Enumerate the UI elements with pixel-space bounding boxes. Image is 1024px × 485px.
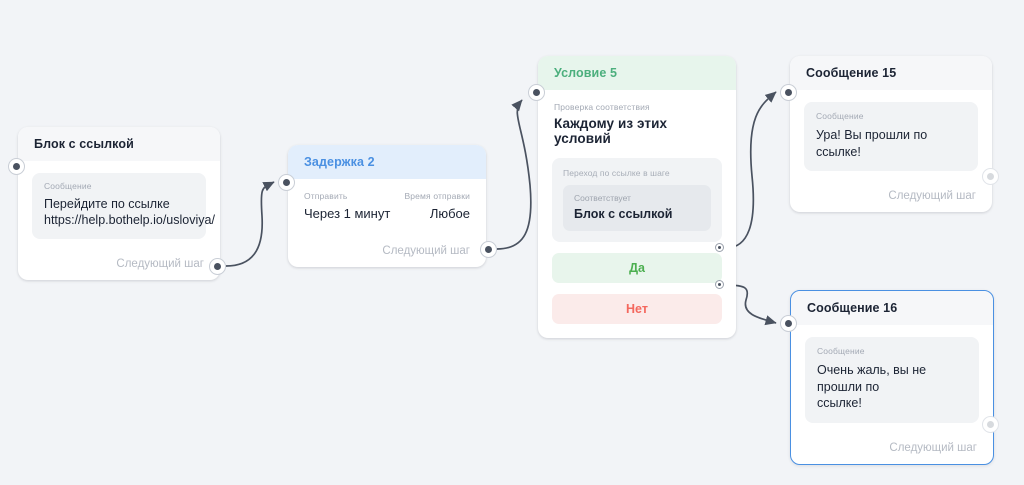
node-header: Сообщение 16 <box>791 291 993 325</box>
delay-time-label: Время отправки <box>404 191 470 201</box>
next-step-label: Следующий шаг <box>889 441 977 454</box>
delay-send-value: Через 1 минут <box>304 206 391 221</box>
node-header: Задержка 2 <box>288 145 486 179</box>
message-field[interactable]: Сообщение Перейдите по ссылке https://he… <box>32 173 215 240</box>
input-port-message-15[interactable] <box>780 84 797 101</box>
condition-rule-match[interactable]: Соответствует Блок с ссылкой <box>563 185 711 231</box>
condition-rule-match-value: Блок с ссылкой <box>574 207 673 221</box>
node-header: Условие 5 <box>538 56 736 90</box>
message-field-label: Сообщение <box>44 181 92 191</box>
node-footer: Следующий шаг <box>791 433 993 464</box>
output-port-delay-2[interactable] <box>480 241 497 258</box>
input-port-condition-5[interactable] <box>528 84 545 101</box>
edge-link-block-to-delay <box>225 181 275 267</box>
input-port-message-16[interactable] <box>780 315 797 332</box>
node-footer: Следующий шаг <box>18 249 220 280</box>
node-message-15[interactable]: Сообщение 15 Сообщение Ура! Вы прошли по… <box>790 56 992 212</box>
next-step-label: Следующий шаг <box>888 190 976 202</box>
message-field-label: Сообщение <box>816 111 864 121</box>
output-port-message-16[interactable] <box>982 416 999 433</box>
output-port-condition-yes[interactable] <box>715 243 724 252</box>
input-port-link-block[interactable] <box>8 158 25 175</box>
input-port-delay-2[interactable] <box>278 174 295 191</box>
message-line-2: ссылке! <box>817 396 862 410</box>
next-step-label: Следующий шаг <box>116 258 204 271</box>
branch-no-button[interactable]: Нет <box>552 294 722 324</box>
condition-rule-label: Переход по ссылке в шаге <box>563 168 670 178</box>
message-line-1: Перейдите по ссылке <box>44 197 170 212</box>
delay-time-value: Любое <box>429 206 470 221</box>
output-port-link-block[interactable] <box>209 258 226 275</box>
message-field[interactable]: Сообщение Очень жаль, вы не прошли по сс… <box>805 337 979 423</box>
delay-send-field[interactable]: Отправить Через 1 минут <box>304 191 390 221</box>
node-condition-5[interactable]: Условие 5 Проверка соответствия Каждому … <box>538 56 736 338</box>
node-header: Блок с ссылкой <box>18 127 220 161</box>
condition-check-value: Каждому из этих условий <box>554 116 668 146</box>
node-footer: Следующий шаг <box>790 181 992 212</box>
edge-delay-to-condition <box>496 99 532 250</box>
delay-send-label: Отправить <box>304 191 348 201</box>
message-field[interactable]: Сообщение Ура! Вы прошли по ссылке! <box>804 102 978 171</box>
delay-fields: Отправить Через 1 минут Время отправки Л… <box>288 179 486 221</box>
condition-rule-match-label: Соответствует <box>574 193 631 203</box>
condition-check[interactable]: Проверка соответствия Каждому из этих ус… <box>538 90 736 146</box>
condition-check-label: Проверка соответствия <box>554 102 650 112</box>
node-header: Сообщение 15 <box>790 56 992 90</box>
message-field-label: Сообщение <box>817 346 865 356</box>
node-body: Сообщение Ура! Вы прошли по ссылке! <box>790 90 992 181</box>
output-port-condition-no[interactable] <box>715 280 724 289</box>
condition-rule[interactable]: Переход по ссылке в шаге Соответствует Б… <box>552 158 722 242</box>
message-line-2: https://help.bothelp.io/usloviya/ <box>44 213 215 228</box>
delay-time-field[interactable]: Время отправки Любое <box>404 191 470 221</box>
output-port-message-15[interactable] <box>982 168 999 185</box>
next-step-label: Следующий шаг <box>382 245 470 257</box>
message-field-value: Очень жаль, вы не прошли по ссылке! <box>817 362 967 412</box>
message-field-value: Перейдите по ссылке https://help.bothelp… <box>44 196 215 228</box>
branch-yes-button[interactable]: Да <box>552 253 722 283</box>
node-footer: Следующий шаг <box>288 221 486 267</box>
message-line-1: Ура! Вы прошли по ссылке! <box>816 128 928 159</box>
node-link-block[interactable]: Блок с ссылкой Сообщение Перейдите по сс… <box>18 127 220 281</box>
node-body: Сообщение Очень жаль, вы не прошли по сс… <box>791 325 993 433</box>
node-body: Сообщение Перейдите по ссылке https://he… <box>18 161 220 249</box>
node-delay-2[interactable]: Задержка 2 Отправить Через 1 минут Время… <box>288 145 486 267</box>
node-message-16[interactable]: Сообщение 16 Сообщение Очень жаль, вы не… <box>790 290 994 465</box>
message-line-1: Очень жаль, вы не прошли по <box>817 363 927 394</box>
